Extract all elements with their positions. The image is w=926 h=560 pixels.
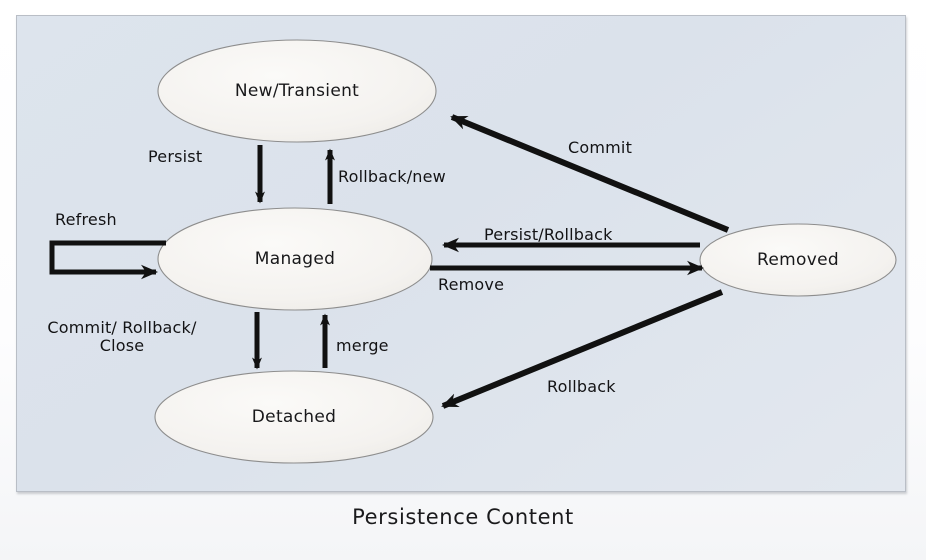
edge-label-commit: Commit <box>568 138 633 157</box>
node-label-managed: Managed <box>254 249 336 269</box>
node-label-removed: Removed <box>757 250 839 270</box>
edge-label-remove: Remove <box>438 275 505 294</box>
edge-label-commit-rollback-close: Commit/ Rollback/ Close <box>47 318 197 356</box>
edge-label-commit-rollback-close-line1: Commit/ Rollback/ <box>47 318 197 337</box>
edge-label-rollback: Rollback <box>547 377 616 396</box>
edge-label-merge: merge <box>336 336 389 355</box>
node-label-new-transient: New/Transient <box>234 81 360 101</box>
edge-label-refresh: Refresh <box>55 210 117 229</box>
edge-label-persist: Persist <box>148 147 203 166</box>
node-label-detached: Detached <box>251 407 337 427</box>
edge-label-commit-rollback-close-line2: Close <box>99 336 145 356</box>
edge-label-persist-rollback: Persist/Rollback <box>484 225 613 244</box>
diagram-caption: Persistence Content <box>352 505 574 529</box>
edge-label-rollback-new: Rollback/new <box>338 167 446 186</box>
